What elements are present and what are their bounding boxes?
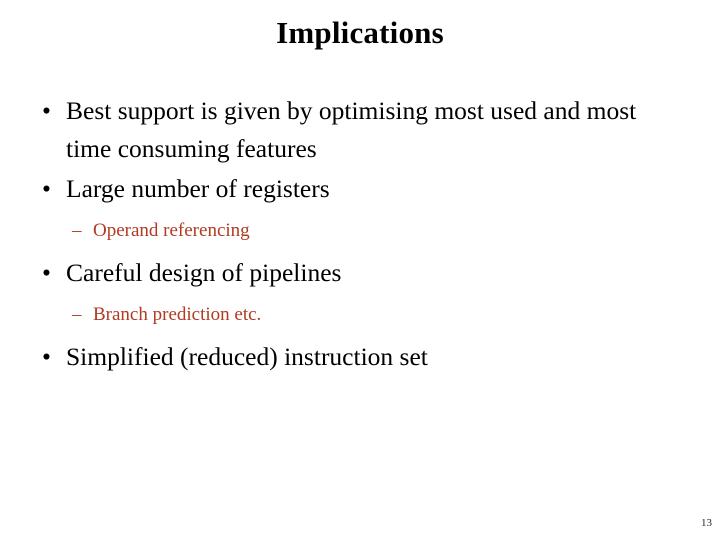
bullet-marker-dot-icon: •	[42, 258, 51, 287]
page-title: Implications	[276, 15, 444, 50]
bullet-item-level1: • Careful design of pipelines	[36, 254, 684, 292]
bullet-text: Branch prediction etc.	[93, 304, 262, 325]
bullet-text: Operand referencing	[93, 220, 250, 241]
bullet-item-level2: – Operand referencing	[36, 215, 684, 247]
bullet-item-level1: • Best support is given by optimising mo…	[36, 92, 684, 168]
bullet-text: Careful design of pipelines	[66, 258, 342, 287]
bullet-marker-dot-icon: •	[42, 174, 51, 203]
slide-body-content: • Best support is given by optimising mo…	[36, 92, 684, 378]
bullet-text: Simplified (reduced) instruction set	[66, 342, 428, 371]
bullet-item-level2: – Branch prediction etc.	[36, 299, 684, 331]
bullet-item-level1: • Large number of registers	[36, 170, 684, 208]
bullet-marker-dash-icon: –	[72, 220, 82, 241]
bullet-text: Large number of registers	[66, 174, 330, 203]
bullet-text: Best support is given by optimising most…	[66, 96, 637, 163]
slide-page-number: 13	[701, 517, 712, 529]
bullet-marker-dot-icon: •	[42, 96, 51, 125]
bullet-marker-dot-icon: •	[42, 342, 51, 371]
bullet-marker-dash-icon: –	[72, 304, 82, 325]
bullet-item-level1: • Simplified (reduced) instruction set	[36, 338, 684, 376]
